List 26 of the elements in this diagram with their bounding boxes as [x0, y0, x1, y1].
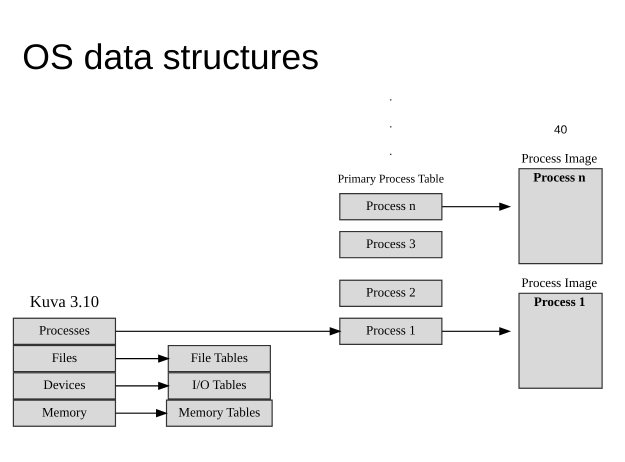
node-box: Files: [12, 344, 116, 372]
label: Kuva 3.10: [30, 292, 100, 312]
arrow: [116, 354, 170, 363]
node-box: I/O Tables: [168, 372, 271, 400]
node-box: Process n: [339, 193, 442, 220]
label: .: [389, 144, 392, 158]
node-label: Process Image: [521, 275, 598, 290]
arrow: [442, 327, 512, 336]
arrow: [116, 409, 168, 418]
diagram-title: OS data structures: [22, 36, 320, 77]
node-box: Memory: [12, 400, 116, 427]
arrow: [116, 382, 170, 390]
label: 40: [554, 122, 568, 137]
label: .: [389, 89, 392, 104]
label: Primary Process Table: [338, 171, 444, 186]
arrow: [116, 327, 342, 336]
node-box: Memory Tables: [166, 400, 273, 427]
node-box: Process 3: [339, 231, 442, 258]
node-box: File Tables: [168, 344, 271, 372]
node-box: Processes: [12, 318, 116, 345]
node-box: Process 1: [339, 318, 442, 345]
label: .: [389, 116, 392, 131]
arrow: [442, 202, 512, 211]
node-box: Devices: [12, 372, 116, 400]
node-label: Process Image: [521, 150, 598, 166]
node-box: Process 2: [339, 280, 442, 307]
